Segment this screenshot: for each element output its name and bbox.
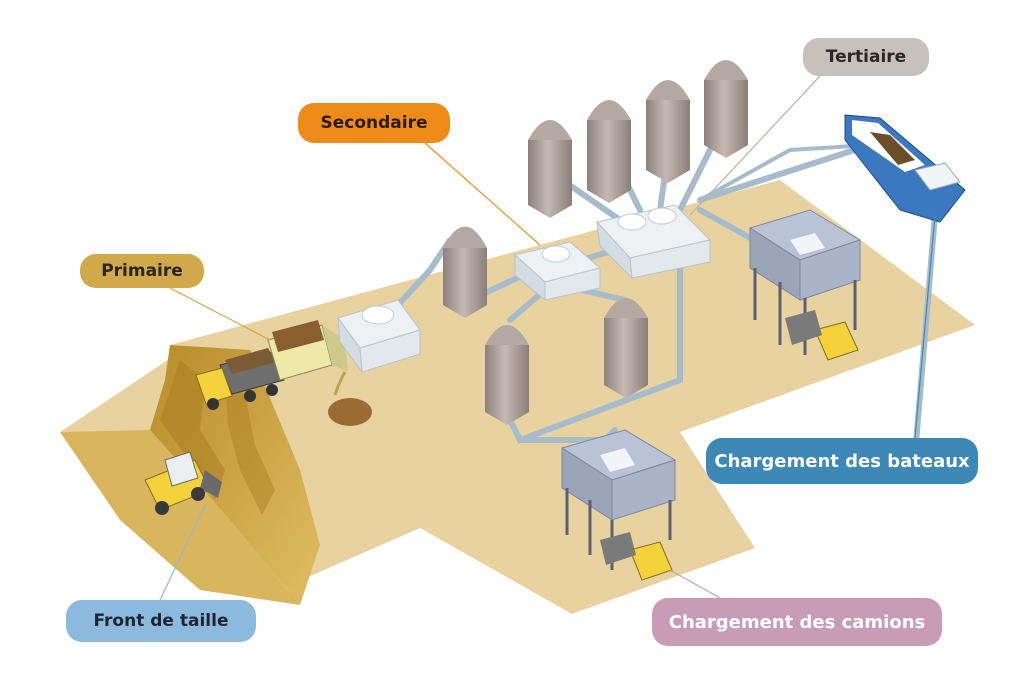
silo: [587, 100, 631, 203]
leader-lines: [159, 75, 936, 601]
primary-building: [337, 299, 421, 374]
quarry-cliff: [60, 345, 320, 605]
tertiary-building: [596, 204, 711, 280]
label-chargement-bateaux: Chargement des bateaux: [706, 438, 978, 484]
loading-station-bottom: [560, 429, 677, 581]
silo: [443, 226, 487, 318]
loading-station-right: [748, 209, 862, 361]
label-chargement-camions: Chargement des camions: [652, 598, 942, 646]
silo: [604, 298, 648, 398]
silos: [443, 60, 748, 425]
silo: [485, 325, 529, 425]
label-tertiaire: Tertiaire: [803, 38, 929, 76]
primary-crusher-hopper: [267, 320, 372, 426]
silo: [528, 120, 572, 218]
secondary-building: [513, 241, 602, 302]
silo: [704, 60, 748, 158]
label-secondaire: Secondaire: [298, 103, 450, 143]
label-primaire: Primaire: [80, 254, 204, 288]
front-loader: [144, 451, 222, 515]
silo: [646, 80, 690, 183]
ship: [844, 114, 966, 223]
label-front-de-taille: Front de taille: [66, 600, 256, 642]
ship-pipe: [699, 143, 871, 202]
dump-truck-primary: [195, 348, 285, 410]
